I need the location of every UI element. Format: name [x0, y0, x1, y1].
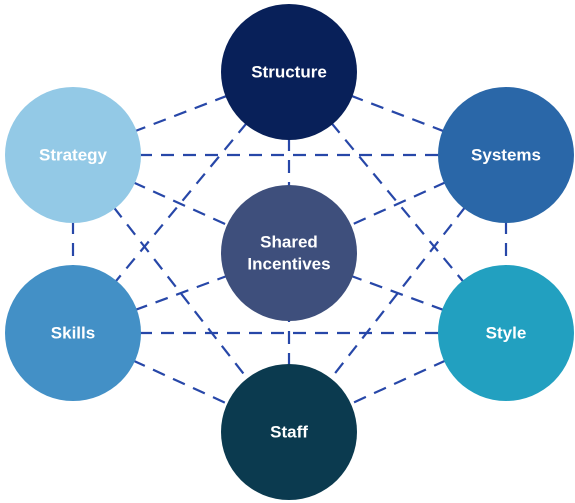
node-label-style: Style [486, 324, 527, 343]
node-circle-style [438, 265, 574, 401]
node-circle-skills [5, 265, 141, 401]
node-systems: Systems [438, 87, 574, 223]
node-circle-structure [221, 4, 357, 140]
node-label-shared-1: Incentives [247, 255, 330, 274]
node-circle-staff [221, 364, 357, 500]
node-label-systems: Systems [471, 146, 541, 165]
node-structure: Structure [221, 4, 357, 140]
node-circle-systems [438, 87, 574, 223]
node-style: Style [438, 265, 574, 401]
connector-structure-systems [288, 70, 507, 157]
node-label-strategy: Strategy [39, 146, 108, 165]
node-strategy: Strategy [5, 87, 141, 223]
node-label-skills: Skills [51, 324, 95, 343]
node-label-structure: Structure [251, 63, 327, 82]
connector-style-shared [288, 251, 507, 335]
node-circle-strategy [5, 87, 141, 223]
connector-strategy-shared [72, 153, 290, 255]
connector-structure-strategy [72, 70, 290, 157]
node-circle-shared [221, 185, 357, 321]
node-label-staff: Staff [270, 423, 308, 442]
connector-skills-shared [72, 251, 290, 335]
node-staff: Staff [221, 364, 357, 500]
node-skills: Skills [5, 265, 141, 401]
node-label-shared-0: Shared [260, 233, 318, 252]
